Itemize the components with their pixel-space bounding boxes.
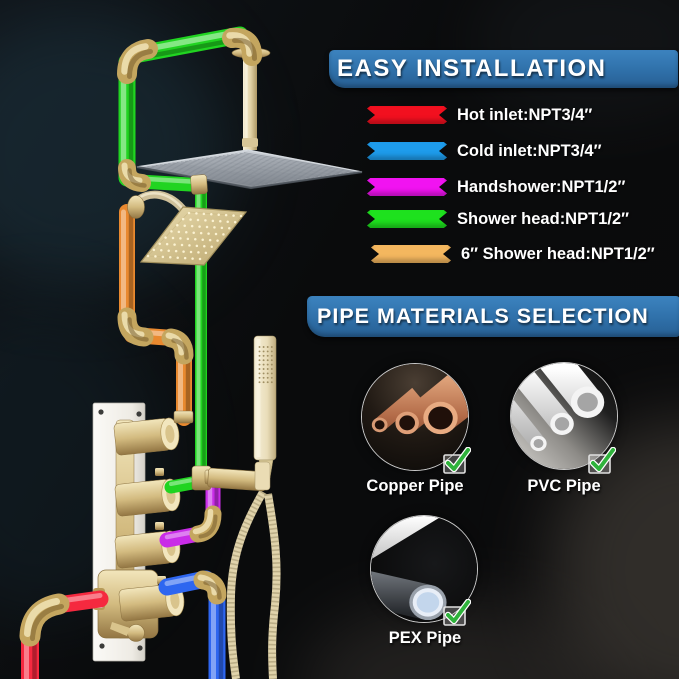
pex-pipe-photo bbox=[370, 515, 478, 623]
valve-knob bbox=[113, 417, 180, 456]
legend-color-swatch-6in-head bbox=[371, 245, 451, 263]
legend-item-label: Hot inlet:NPT3/4″ bbox=[457, 105, 593, 124]
legend-item-label: 6″ Shower head:NPT1/2″ bbox=[461, 244, 655, 263]
legend-color-swatch-showerhead bbox=[367, 210, 447, 228]
legend-item-label: Handshower:NPT1/2″ bbox=[457, 177, 626, 196]
legend-item: Hot inlet:NPT3/4″ bbox=[367, 105, 592, 125]
shower-arm-6in bbox=[127, 190, 189, 219]
legend-item: Shower head:NPT1/2″ bbox=[367, 209, 629, 229]
pvc-check-icon bbox=[588, 447, 616, 474]
easy-installation-banner: EASY INSTALLATION bbox=[329, 50, 678, 88]
shower-head-6in bbox=[139, 206, 248, 266]
copper-check-icon bbox=[443, 447, 471, 474]
pvc-pipe-label: PVC Pipe bbox=[527, 477, 601, 495]
handshower-hose bbox=[226, 490, 281, 679]
legend-item: Cold inlet:NPT3/4″ bbox=[367, 141, 602, 161]
legend-color-swatch-hot bbox=[367, 106, 447, 124]
pipe-materials-banner: PIPE MATERIALS SELECTION bbox=[307, 296, 679, 337]
diverter-lever bbox=[110, 622, 130, 636]
pex-check-icon bbox=[443, 599, 471, 626]
copper-pipe-label: Copper Pipe bbox=[366, 477, 464, 495]
legend-item: Handshower:NPT1/2″ bbox=[367, 177, 625, 197]
pex-pipe-label: PEX Pipe bbox=[388, 629, 462, 647]
shower-head-nozzles bbox=[146, 211, 243, 261]
handshower-nozzles bbox=[258, 346, 273, 384]
legend-item-label: Cold inlet:NPT3/4″ bbox=[457, 141, 602, 160]
legend-item-label: Shower head:NPT1/2″ bbox=[457, 209, 630, 228]
rain-shower-head-12in bbox=[136, 149, 363, 190]
legend-color-swatch-cold bbox=[367, 142, 447, 160]
shower-head-grooves bbox=[143, 152, 356, 186]
legend-item: 6″ Shower head:NPT1/2″ bbox=[371, 244, 655, 264]
legend-color-swatch-handshower bbox=[367, 178, 447, 196]
handshower-assembly bbox=[207, 335, 281, 679]
